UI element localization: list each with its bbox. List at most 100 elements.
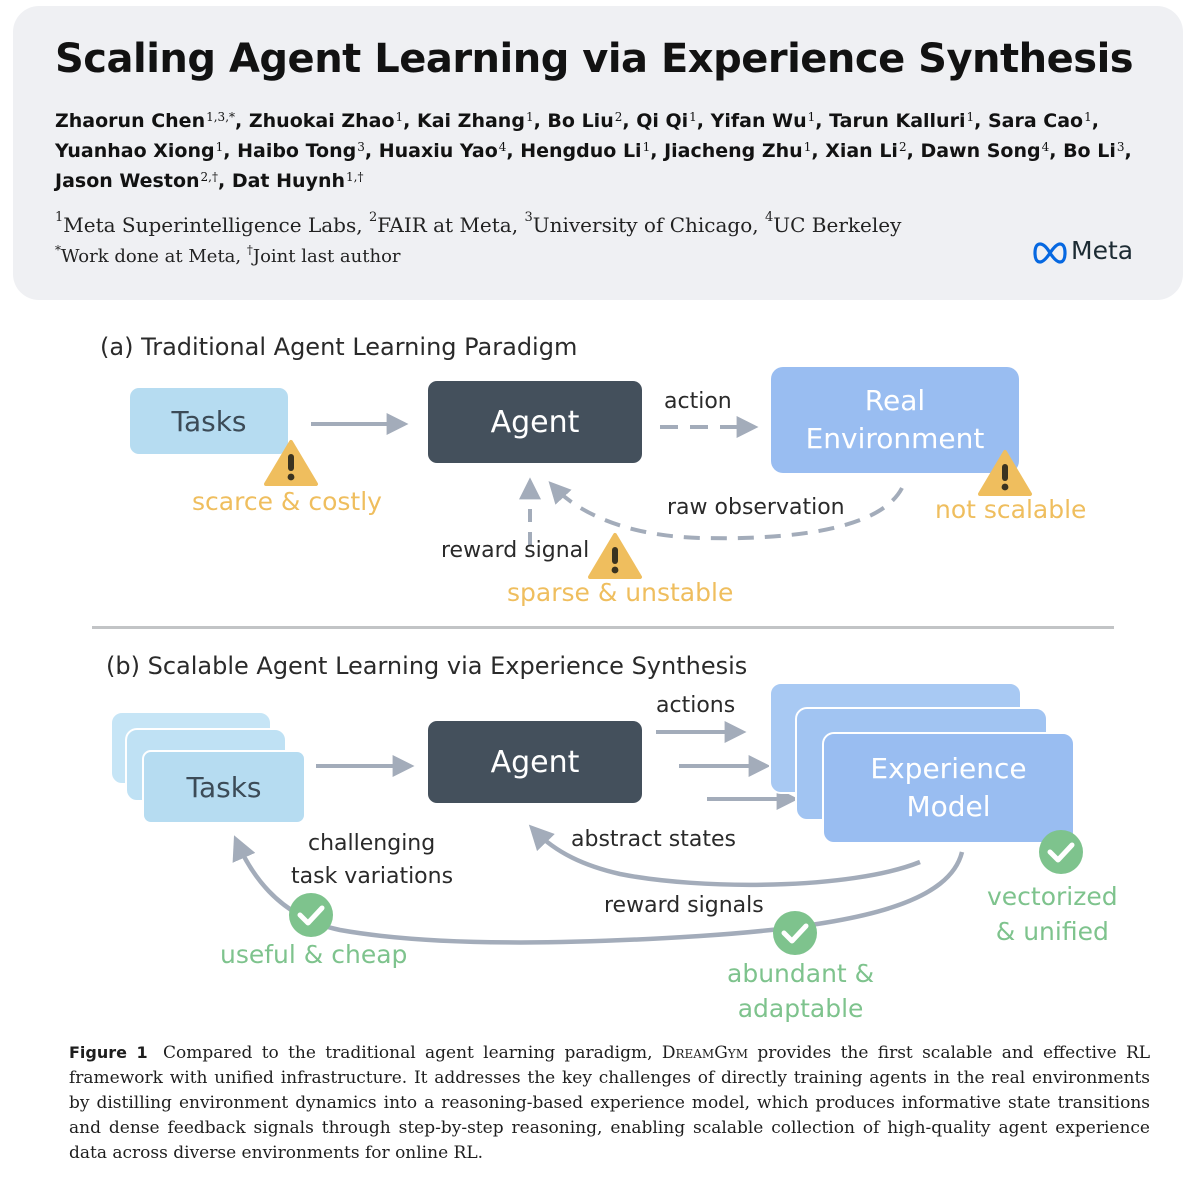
- author-name: Zhaorun Chen1,3,*: [55, 110, 236, 132]
- author-name: Tarun Kalluri1: [829, 110, 975, 132]
- author-affiliation-mark: 1: [807, 110, 816, 124]
- author-affiliation-mark: 2,†: [200, 170, 218, 184]
- arrow-abstract-states: [528, 824, 921, 888]
- positive-useful-cheap: useful & cheap: [220, 940, 408, 969]
- author-name: Huaxiu Yao4: [378, 140, 507, 162]
- affiliation-name: Meta Superintelligence Labs: [63, 213, 357, 237]
- author-name: Haibo Tong3: [237, 140, 365, 162]
- reward-signals-label: reward signals: [604, 893, 764, 918]
- vectorized-line-1: vectorized: [987, 882, 1118, 911]
- warning-not-scalable: not scalable: [935, 495, 1087, 524]
- caption-text-after: provides the first scalable and effectiv…: [69, 1043, 1151, 1163]
- challenging-label-line-2: task variations: [291, 864, 454, 889]
- arrow-raw-observation-a: [548, 481, 904, 541]
- author-name: Dawn Song4: [920, 140, 1050, 162]
- author-affiliation-mark: 1: [689, 110, 697, 124]
- meta-logo: Meta: [1033, 236, 1148, 276]
- warning-triangle-icon: [978, 450, 1032, 496]
- check-circle-icon: [289, 893, 333, 937]
- author-affiliation-mark: 1,†: [346, 170, 364, 184]
- tasks-box-a: Tasks: [130, 388, 288, 454]
- figure-diagram: (a) Traditional Agent Learning Paradigm …: [0, 300, 1200, 1030]
- paper-header: Scaling Agent Learning via Experience Sy…: [13, 6, 1183, 300]
- author-affiliation-mark: 1: [215, 140, 224, 154]
- note-text: Joint last author: [252, 246, 401, 267]
- abstract-states-label: abstract states: [571, 827, 736, 852]
- meta-logo-text: Meta: [1071, 236, 1134, 265]
- author-affiliation-mark: 1: [1084, 110, 1092, 124]
- author-name: Xian Li2: [825, 140, 907, 162]
- warning-triangle-icon: [264, 440, 318, 486]
- caption-label: Figure 1: [69, 1043, 148, 1062]
- caption-method-name: DreamGym: [661, 1043, 748, 1063]
- action-label: action: [664, 389, 732, 414]
- paper-title: Scaling Agent Learning via Experience Sy…: [55, 36, 1134, 82]
- real-environment-box: Real Environment: [771, 367, 1019, 473]
- positive-vectorized-unified: vectorized & unified: [987, 879, 1118, 949]
- author-affiliation-mark: 1: [642, 140, 651, 154]
- note-text: Work done at Meta: [61, 246, 236, 267]
- agent-box-a: Agent: [428, 381, 642, 463]
- model-line-2: Model: [906, 790, 991, 823]
- env-line-1: Real: [864, 384, 926, 417]
- author-affiliation-mark: 1,3,*: [206, 110, 236, 124]
- author-name: Qi Qi1: [636, 110, 697, 132]
- panel-divider: [92, 626, 1114, 629]
- note-mark: †: [246, 243, 253, 257]
- experience-model-box: Experience Model: [822, 732, 1075, 844]
- author-affiliation-mark: 2: [898, 140, 907, 154]
- note-mark: *: [55, 243, 61, 257]
- author-name: Bo Li3: [1063, 140, 1125, 162]
- author-affiliation-mark: 3: [357, 140, 365, 154]
- author-name: Hengduo Li1: [520, 140, 651, 162]
- tasks-box-b: Tasks: [142, 750, 306, 824]
- author-list: Zhaorun Chen1,3,*, Zhuokai Zhao1, Kai Zh…: [55, 110, 1132, 192]
- panel-b-label: (b) Scalable Agent Learning via Experien…: [106, 652, 748, 680]
- author-affiliation-mark: 1: [803, 140, 812, 154]
- raw-observation-label: raw observation: [667, 495, 845, 520]
- author-name: Zhuokai Zhao1: [248, 110, 404, 132]
- author-affiliation-mark: 1: [525, 110, 534, 124]
- meta-infinity-icon: [1033, 242, 1067, 264]
- warning-scarce-costly: scarce & costly: [192, 487, 382, 516]
- vectorized-line-2: & unified: [995, 917, 1109, 946]
- affiliation-index: 2: [368, 210, 378, 225]
- author-name: Bo Liu2: [547, 110, 623, 132]
- author-name: Jiacheng Zhu1: [664, 140, 812, 162]
- author-affiliation-mark: 3: [1116, 140, 1125, 154]
- affiliation-name: University of Chicago: [532, 213, 753, 237]
- agent-box-b: Agent: [428, 721, 642, 803]
- affiliation-index: 4: [764, 210, 774, 225]
- author-affiliation-mark: 4: [1041, 140, 1050, 154]
- warning-triangle-icon: [588, 533, 642, 579]
- panel-a-label: (a) Traditional Agent Learning Paradigm: [100, 333, 578, 361]
- affiliation-index: 1: [55, 210, 64, 225]
- author-name: Kai Zhang1: [417, 110, 534, 132]
- author-affiliation-mark: 1: [966, 110, 975, 124]
- affiliation-name: FAIR at Meta: [377, 213, 512, 237]
- author-name: Sara Cao1: [987, 110, 1092, 132]
- model-line-1: Experience: [870, 752, 1027, 785]
- affiliations: 1Meta Superintelligence Labs, 2FAIR at M…: [55, 210, 902, 237]
- positive-abundant-adaptable: abundant & adaptable: [727, 956, 874, 1026]
- reward-signal-label: reward signal: [441, 538, 590, 563]
- caption-text-before: Compared to the traditional agent learni…: [162, 1043, 653, 1063]
- warning-sparse-unstable: sparse & unstable: [507, 578, 734, 607]
- author-name: Dat Huynh1,†: [231, 170, 364, 192]
- author-notes: *Work done at Meta, †Joint last author: [55, 243, 401, 267]
- check-circle-icon: [1039, 830, 1083, 874]
- author-affiliation-mark: 1: [395, 110, 404, 124]
- figure-caption: Figure 1 Compared to the traditional age…: [69, 1040, 1150, 1166]
- arrow-task-variations: [232, 835, 965, 945]
- actions-label: actions: [656, 693, 736, 718]
- author-affiliation-mark: 4: [498, 140, 507, 154]
- author-name: Yifan Wu1: [710, 110, 816, 132]
- abundant-line-2: adaptable: [737, 994, 864, 1023]
- author-name: Yuanhao Xiong1: [55, 140, 224, 162]
- check-circle-icon: [773, 911, 817, 955]
- challenging-label-line-1: challenging: [308, 831, 436, 856]
- author-name: Jason Weston2,†: [55, 170, 218, 192]
- env-line-2: Environment: [805, 422, 985, 455]
- affiliation-index: 3: [524, 210, 533, 225]
- author-affiliation-mark: 2: [614, 110, 623, 124]
